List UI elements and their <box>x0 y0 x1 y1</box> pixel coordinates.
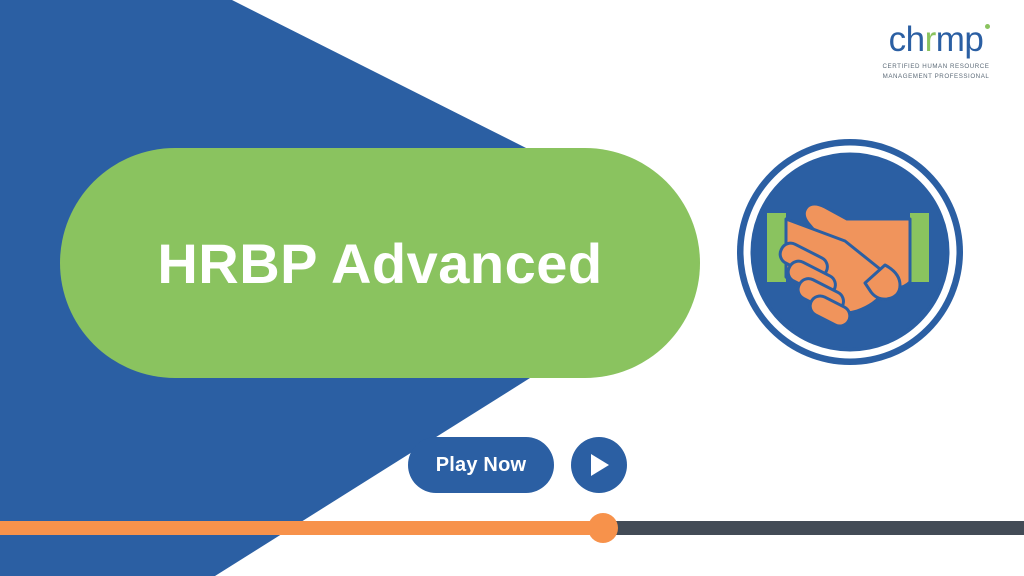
registered-dot-icon <box>985 24 991 29</box>
cta-row: Play Now <box>408 437 627 493</box>
progress-bar-knob[interactable] <box>588 513 618 543</box>
course-title-pill: HRBP Advanced <box>60 148 700 378</box>
emblem-white-ring <box>743 145 957 359</box>
hand-thumb <box>863 263 902 301</box>
progress-bar-fill <box>0 521 603 535</box>
page-title: HRBP Advanced <box>157 231 603 295</box>
logo-tagline-line-1: CERTIFIED HUMAN RESOURCE <box>882 63 990 70</box>
play-now-button[interactable]: Play Now <box>408 437 554 493</box>
logo-tagline-line-2: MANAGEMENT PROFESSIONAL <box>882 72 990 80</box>
logo-text-ch: ch <box>888 20 925 59</box>
logo-wordmark: chrmp <box>888 20 991 59</box>
progress-bar-track[interactable] <box>0 521 1024 535</box>
cuff-left <box>767 213 786 282</box>
logo-text-r: r <box>924 20 937 59</box>
play-icon-button[interactable] <box>571 437 627 493</box>
logo-text-mp: mp <box>935 20 984 59</box>
handshake-emblem <box>737 139 963 365</box>
hand-fingers <box>778 241 852 328</box>
brand-logo: chrmp CERTIFIED HUMAN RESOURCE MANAGEMEN… <box>876 22 996 81</box>
cuff-right <box>910 213 929 282</box>
play-triangle-icon <box>591 454 609 476</box>
